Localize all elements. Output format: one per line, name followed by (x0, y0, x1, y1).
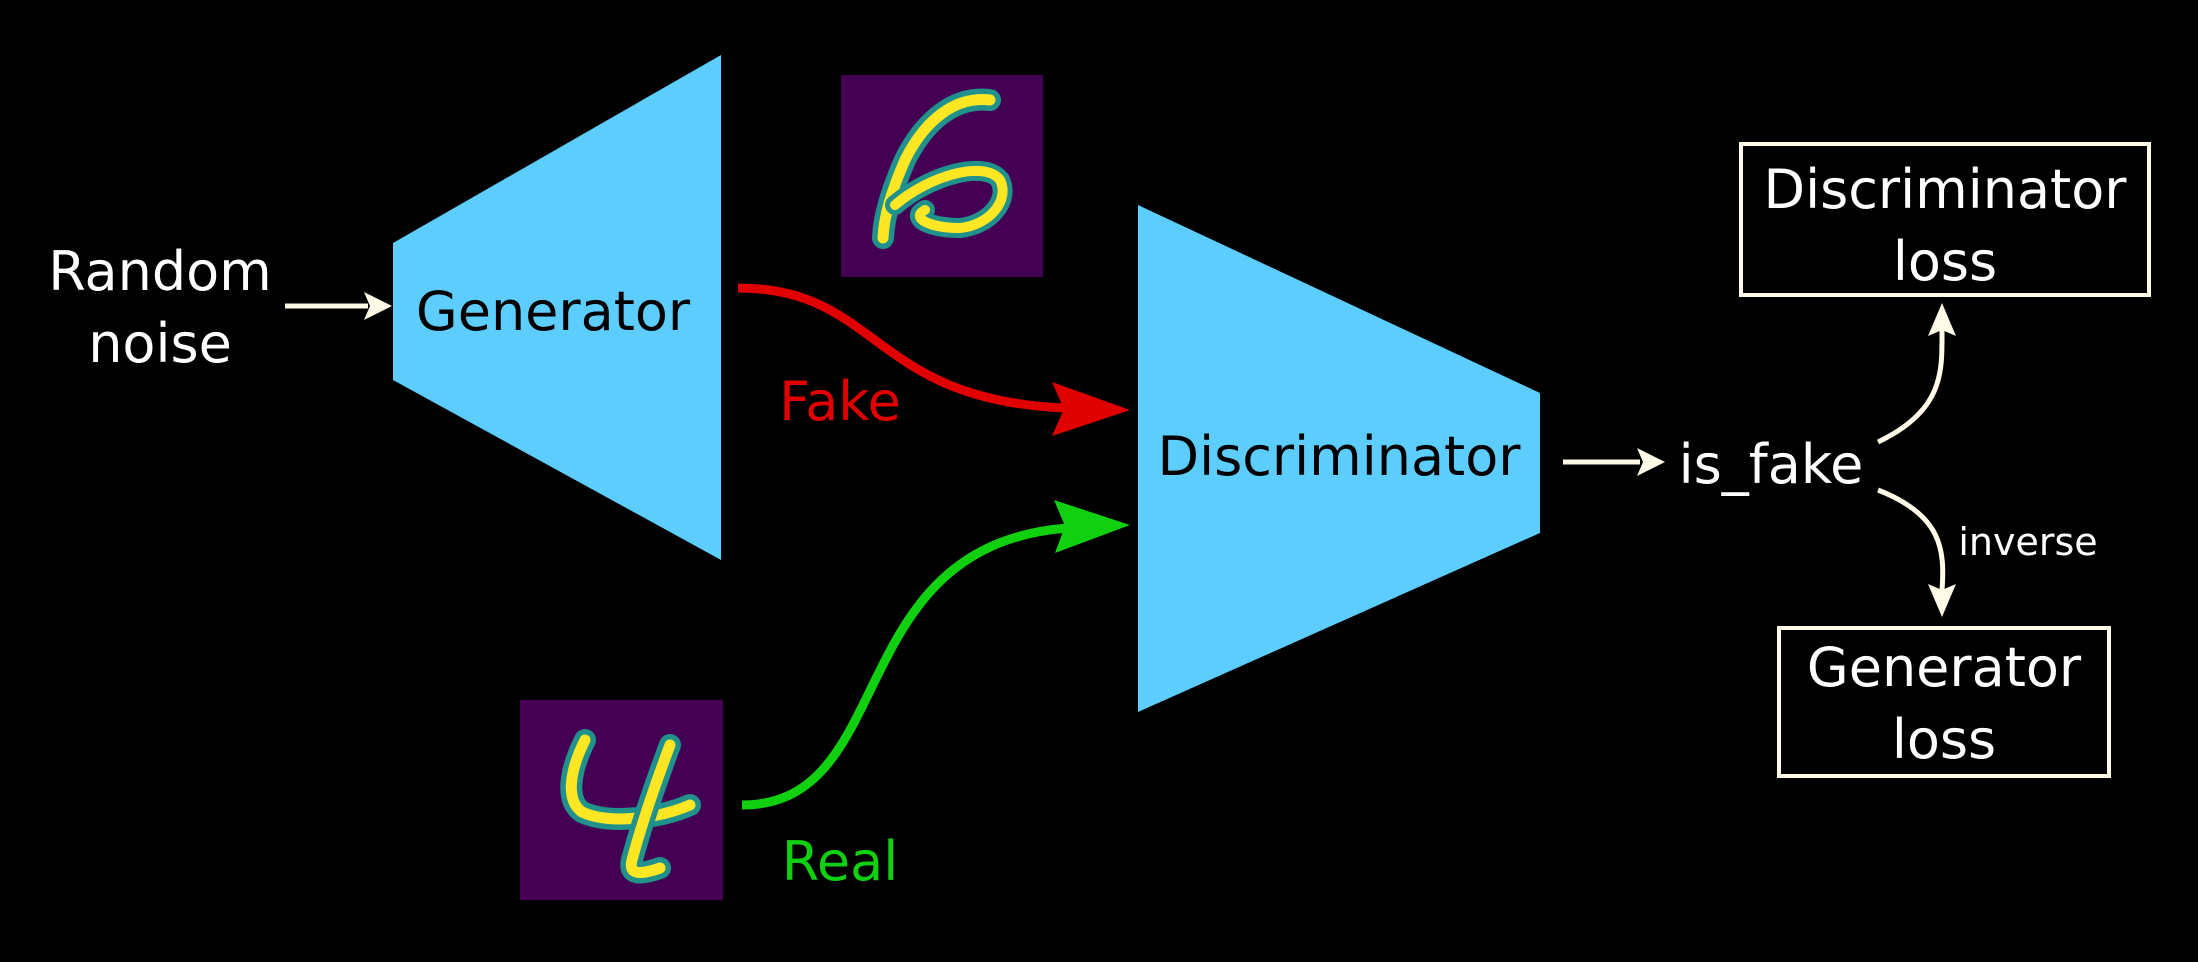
real-label: Real (782, 830, 898, 893)
noise-to-generator-arrow (285, 292, 392, 320)
discriminator-block (1138, 205, 1540, 712)
generator-loss-line1: Generator (1807, 636, 2082, 699)
fake-path-arrow (737, 283, 1130, 436)
fake-label: Fake (779, 370, 901, 433)
real-path-arrow (741, 500, 1130, 810)
inverse-label: inverse (1958, 520, 2097, 564)
discriminator-to-output-arrow (1563, 448, 1665, 476)
is-fake-label: is_fake (1679, 433, 1864, 496)
real-digit-image (520, 700, 723, 900)
discriminator-loss-line2: loss (1893, 230, 1997, 293)
generator-label: Generator (416, 280, 691, 343)
random-noise-label-line1: Random (48, 240, 272, 303)
random-noise-label-line2: noise (88, 312, 232, 375)
discriminator-loss-box (1739, 142, 2151, 297)
output-to-generator-loss-arrow (1877, 487, 1956, 617)
generator-loss-line2: loss (1892, 708, 1996, 771)
generator-block (393, 55, 721, 560)
generator-loss-box (1777, 626, 2111, 778)
discriminator-loss-line1: Discriminator (1764, 158, 2128, 221)
output-to-discriminator-loss-arrow (1876, 303, 1956, 445)
fake-digit-image (841, 75, 1043, 277)
discriminator-label: Discriminator (1158, 425, 1522, 488)
